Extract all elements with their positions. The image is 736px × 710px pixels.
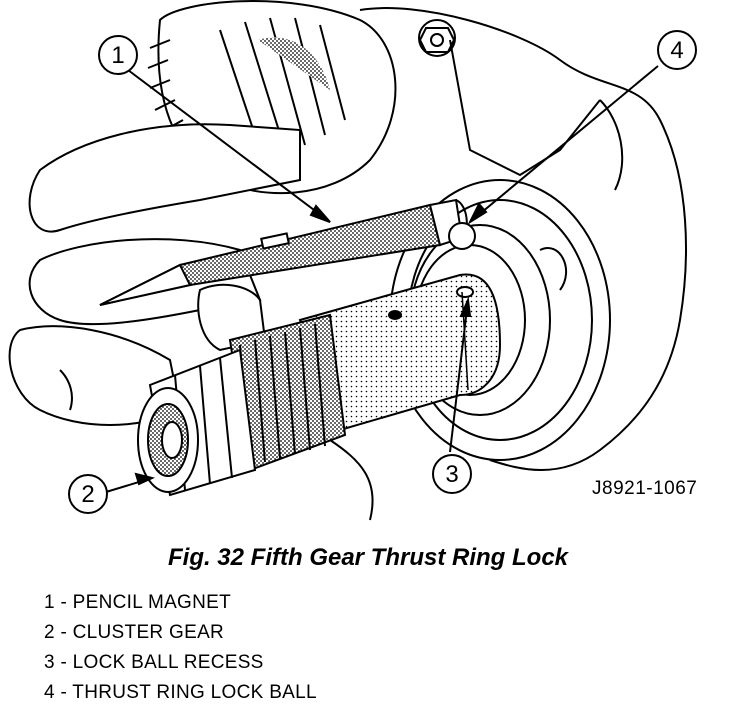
svg-text:3: 3 xyxy=(445,461,458,488)
callout-4: 4 xyxy=(657,30,697,70)
svg-text:4: 4 xyxy=(670,37,683,64)
lock-ball xyxy=(448,222,476,250)
legend-item-1: 1 - PENCIL MAGNET xyxy=(44,592,232,613)
svg-text:2: 2 xyxy=(81,481,94,508)
cluster-gear xyxy=(137,313,347,497)
callout-2: 2 xyxy=(68,474,108,514)
parts-legend: 1 - PENCIL MAGNET 2 - CLUSTER GEAR 3 - L… xyxy=(44,588,317,708)
hand xyxy=(8,123,374,521)
svg-text:1: 1 xyxy=(111,42,124,69)
legend-item-3: 3 - LOCK BALL RECESS xyxy=(44,652,264,673)
output-shaft xyxy=(298,273,502,432)
callout-3: 3 xyxy=(432,454,472,494)
callout-1: 1 xyxy=(98,35,138,75)
illustration: 1 2 3 4 xyxy=(8,0,697,521)
figure-caption: Fig. 32 Fifth Gear Thrust Ring Lock xyxy=(167,544,569,571)
leader-lines xyxy=(105,65,659,493)
transmission-housing xyxy=(359,7,687,471)
legend-item-2: 2 - CLUSTER GEAR xyxy=(44,622,225,643)
legend-item-4: 4 - THRUST RING LOCK BALL xyxy=(44,682,317,703)
figure-code: J8921-1067 xyxy=(592,478,698,499)
